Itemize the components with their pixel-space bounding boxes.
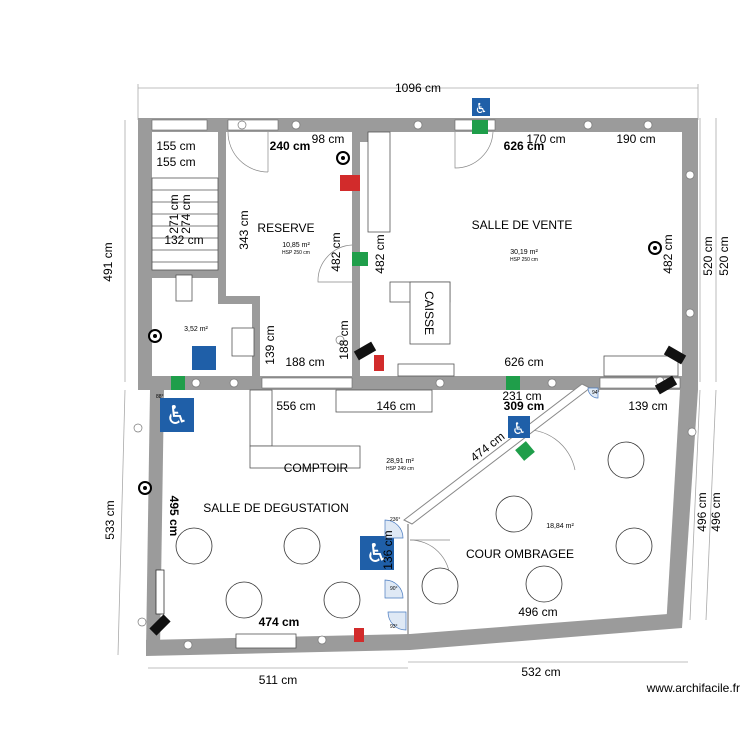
- sensor-icons: [138, 151, 662, 495]
- dim-deg-136: 136 cm: [381, 530, 395, 569]
- exit-sign-icons: [171, 120, 535, 461]
- room-wc-area: 3,52 m²: [184, 326, 208, 333]
- dim-reserve-top: 240 cm: [270, 139, 311, 153]
- svg-text:♿: ♿: [365, 539, 388, 569]
- dim-deg-139: 139 cm: [628, 399, 667, 413]
- svg-text:♿: ♿: [475, 101, 488, 117]
- room-vente-name: SALLE DE VENTE: [472, 218, 573, 232]
- room-comptoir-area: 28,91 m²: [386, 458, 414, 465]
- dim-vente-left: 482 cm: [373, 234, 387, 273]
- dim-vente-190: 190 cm: [616, 132, 655, 146]
- dim-left-lower: 533 cm: [103, 500, 117, 539]
- svg-text:♿: ♿: [512, 419, 526, 438]
- dim-reserve-low-v: 188 cm: [337, 320, 351, 359]
- room-degustation-name: SALLE DE DEGUSTATION: [203, 501, 349, 515]
- room-cour-area: 18,84 m²: [546, 523, 574, 530]
- dim-diag-474: 474 cm: [468, 429, 508, 464]
- dim-stair-a: 271 cm: [167, 194, 181, 233]
- dim-deg-556: 556 cm: [276, 399, 315, 413]
- dim-stair-b: 274 cm: [179, 194, 193, 233]
- extinguisher-icons: [340, 175, 384, 642]
- dim-cour-496: 496 cm: [518, 605, 557, 619]
- door-swings: [384, 387, 599, 631]
- fixtures: [133, 120, 697, 650]
- dim-reserve-right: 482 cm: [329, 232, 343, 271]
- radiator: [155, 569, 165, 615]
- dim-right-lower-b: 496 cm: [709, 492, 723, 531]
- room-comptoir-hsp: HSP 249 cm: [386, 466, 414, 472]
- dim-left-total: 491 cm: [101, 242, 115, 281]
- dim-reserve-h: 343 cm: [237, 210, 251, 249]
- svg-text:♿: ♿: [165, 401, 188, 431]
- angle-a4: 93°: [390, 624, 398, 630]
- tables: [175, 441, 653, 619]
- pmr-icons: [160, 98, 530, 570]
- room-comptoir-name: COMPTOIR: [284, 461, 349, 475]
- dim-reserve-top-small: 98 cm: [312, 132, 345, 146]
- room-reserve-name: RESERVE: [257, 221, 314, 235]
- dim-wc-v: 139 cm: [263, 325, 277, 364]
- dim-vente-170: 170 cm: [526, 132, 565, 146]
- dim-stair-w: 132 cm: [164, 233, 203, 247]
- dim-vente-right: 482 cm: [661, 234, 675, 273]
- dim-wc-top-b: 155 cm: [156, 155, 195, 169]
- dim-bottom-left: 511 cm: [259, 673, 297, 687]
- angle-a3: 90°: [390, 586, 398, 592]
- dim-right-b: 520 cm: [717, 236, 731, 275]
- dim-deg-495: 495 cm: [167, 496, 181, 537]
- angle-a2: 236°: [390, 517, 400, 523]
- room-cour-name: COUR OMBRAGEE: [466, 547, 574, 561]
- shelving: [175, 131, 679, 649]
- dim-vente-top: 626 cm: [504, 139, 545, 153]
- dim-reserve-low: 188 cm: [285, 355, 324, 369]
- dim-top-total: 1096 cm: [395, 81, 441, 95]
- camera-icons: [149, 341, 687, 636]
- room-vente-area: 30,19 m²: [510, 249, 538, 256]
- dim-deg-146: 146 cm: [376, 399, 415, 413]
- dim-deg-309: 309 cm: [504, 399, 545, 413]
- angle-a5: 94°: [592, 390, 600, 396]
- dim-deg-231: 231 cm: [502, 389, 541, 403]
- room-caisse-name: CAISSE: [422, 291, 436, 335]
- dim-wc-top-a: 155 cm: [156, 139, 195, 153]
- dim-vente-bottom: 626 cm: [504, 355, 543, 369]
- pmr-glyphs: ♿ ♿ ♿ ♿: [165, 101, 526, 569]
- angle-a1: 88°: [156, 394, 164, 400]
- dim-right-a: 520 cm: [701, 236, 715, 275]
- staircase: [151, 177, 219, 271]
- dimension-lines: [117, 84, 717, 669]
- watermark: www.archifacile.fr: [646, 681, 740, 695]
- dim-bottom-right: 532 cm: [521, 665, 560, 679]
- room-vente-hsp: HSP 250 cm: [510, 257, 538, 263]
- room-reserve-area: 10,85 m²: [282, 242, 310, 249]
- dim-right-lower-a: 496 cm: [695, 492, 709, 531]
- room-reserve-hsp: HSP 250 cm: [282, 250, 310, 256]
- dim-deg-474: 474 cm: [259, 615, 300, 629]
